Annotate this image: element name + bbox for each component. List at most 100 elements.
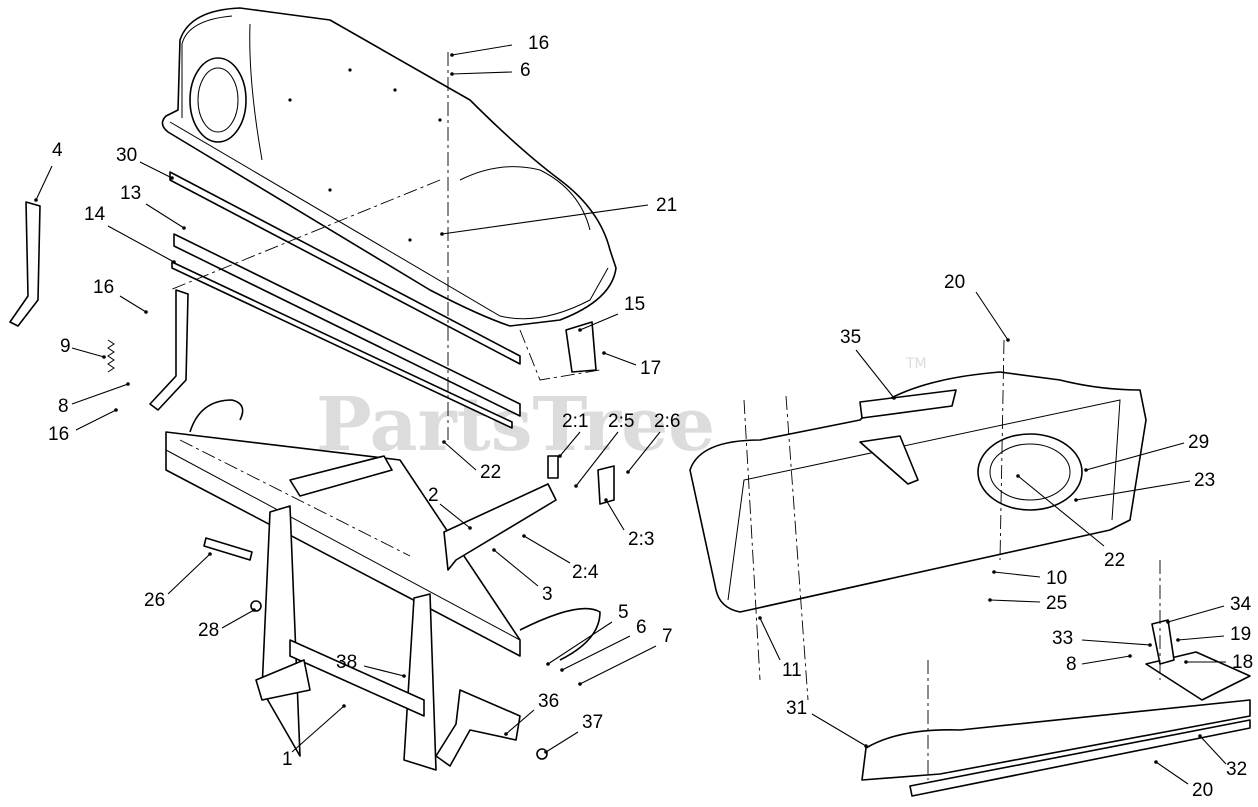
callout-label: 2:6: [654, 411, 680, 432]
callout-leader: [439, 503, 471, 529]
callout-point: [114, 408, 118, 412]
callout-label: 8: [1066, 654, 1077, 675]
callout-leader: [75, 409, 117, 431]
callout-label: 38: [336, 652, 357, 673]
callout-point: [546, 662, 550, 666]
callout-point: [544, 750, 548, 754]
callout-point: [578, 682, 582, 686]
grille-18: [1145, 651, 1251, 701]
callout-point: [574, 484, 578, 488]
handle-36: [435, 689, 521, 767]
callout-leader: [139, 161, 173, 179]
callout-label: 6: [520, 60, 531, 81]
callout-point: [170, 176, 174, 180]
callout-point: [468, 526, 472, 530]
callout-point: [988, 598, 992, 602]
callout-point: [182, 226, 186, 230]
callout-label: 22: [1104, 550, 1125, 571]
callout-point: [1184, 660, 1188, 664]
callout-leader: [1199, 735, 1227, 765]
callout-leader: [443, 441, 477, 471]
callout-leader: [561, 635, 631, 671]
callout-leader: [1177, 635, 1225, 641]
callout-leader: [1081, 655, 1131, 665]
callout-point: [126, 382, 130, 386]
callout-leader: [605, 499, 625, 531]
callout-label: 23: [1194, 470, 1215, 491]
callout-leader: [559, 431, 581, 457]
callout-point: [342, 704, 346, 708]
callout-label: 7: [662, 626, 673, 647]
callout-leader: [145, 203, 185, 229]
callout-point: [758, 616, 762, 620]
callout-point: [1006, 338, 1010, 342]
callout-label: 15: [624, 294, 645, 315]
callout-label: 16: [93, 277, 114, 298]
callout-point: [560, 668, 564, 672]
callout-point: [992, 570, 996, 574]
callout-label: 13: [120, 183, 141, 204]
callout-point: [504, 732, 508, 736]
callout-leader: [975, 291, 1009, 341]
callout-label: 2:4: [572, 562, 599, 583]
callout-leader: [119, 295, 147, 313]
callout-label: 5: [618, 602, 629, 623]
callout-leader: [71, 347, 105, 358]
callout-point: [1166, 620, 1170, 624]
callout-leader: [989, 599, 1041, 603]
callout-point: [450, 72, 454, 76]
callout-point: [892, 396, 896, 400]
latch-33: [1151, 619, 1175, 665]
strip-32: [909, 719, 1251, 797]
callout-label: 34: [1230, 594, 1252, 615]
bracket-4: [9, 201, 41, 327]
callout-leader: [291, 705, 345, 753]
callout-label: 3: [542, 584, 553, 605]
callout-leader: [35, 165, 53, 201]
callout-leader: [167, 553, 211, 595]
callout-label: 37: [582, 712, 603, 733]
callout-label: 21: [656, 195, 677, 216]
watermark-text: PartsTree: [316, 382, 715, 468]
callout-point: [172, 260, 176, 264]
callout-leader: [1085, 442, 1185, 471]
callout-leader: [603, 352, 637, 366]
callout-leader: [1155, 761, 1189, 785]
clip-2-3: [597, 465, 615, 505]
callout-label: 11: [782, 660, 802, 681]
callout-label: 14: [84, 204, 106, 225]
callout-label: 16: [48, 424, 69, 445]
callout-point: [252, 608, 256, 612]
callout-label: 26: [144, 590, 165, 611]
callout-leader: [1017, 475, 1105, 547]
callout-label: 17: [640, 358, 661, 379]
hopper-cover: [161, 7, 617, 327]
assembly-lines: [169, 52, 1161, 780]
callout-label: 2: [428, 485, 439, 506]
callout-point: [1148, 643, 1152, 647]
callout-label: 4: [52, 140, 63, 161]
bracket-15: [565, 321, 597, 373]
callout-label: 29: [1188, 432, 1209, 453]
frame-assembly: [165, 399, 601, 771]
callout-leader: [71, 383, 129, 405]
callout-point: [440, 232, 444, 236]
callout-point: [558, 454, 562, 458]
callout-point: [402, 674, 406, 678]
callout-leader: [451, 44, 513, 56]
callout-leader: [627, 431, 661, 473]
callout-point: [144, 310, 148, 314]
callout-leader: [547, 621, 613, 665]
callout-leader: [855, 349, 895, 399]
bracket-left: [149, 289, 189, 411]
callout-point: [1084, 468, 1088, 472]
callout-leader: [1075, 480, 1191, 501]
callout-leader: [575, 431, 619, 487]
callout-point: [1074, 498, 1078, 502]
callout-leader: [441, 204, 649, 235]
callout-leader: [505, 709, 535, 735]
callout-label: 18: [1232, 652, 1253, 673]
callout-label: 2:3: [628, 529, 654, 550]
callout-point: [578, 328, 582, 332]
